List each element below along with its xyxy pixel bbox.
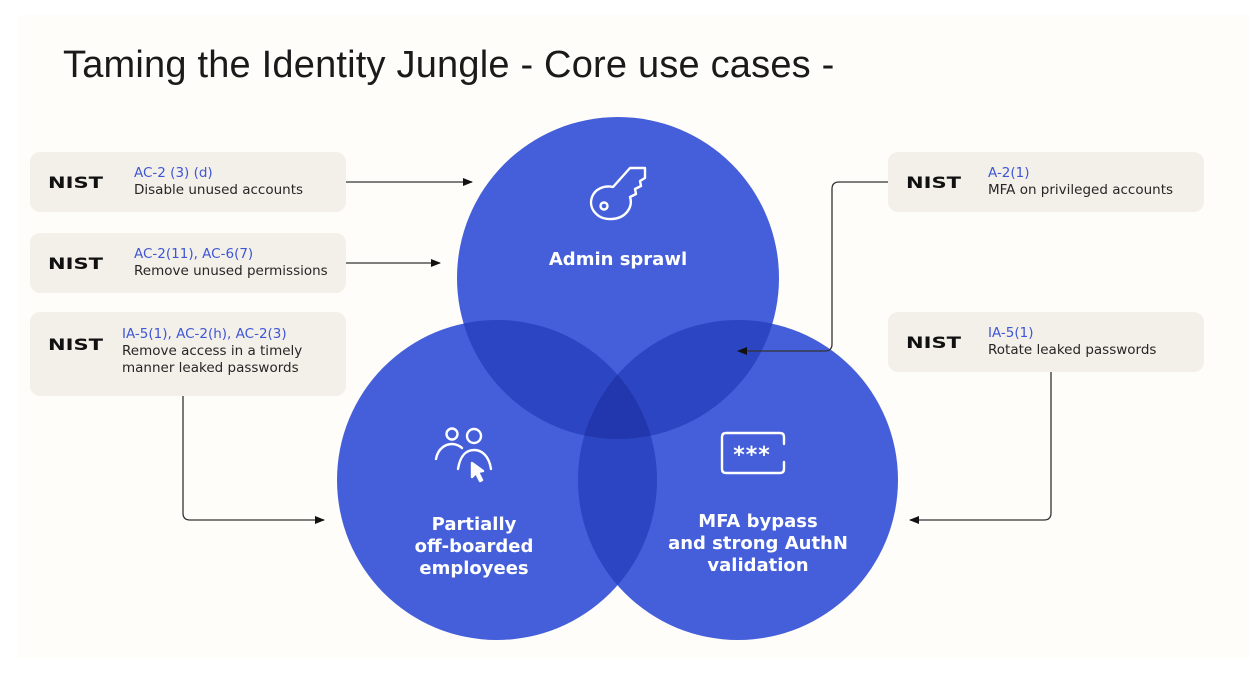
connector-arrows (182, 178, 1052, 524)
label-line: employees (419, 558, 529, 579)
nist-control-code: AC-2(11), AC-6(7) (134, 246, 254, 262)
nist-logo: NIST (48, 174, 103, 190)
overlap-top (457, 320, 779, 439)
label-line: validation (707, 555, 809, 576)
nist-logo: NIST (48, 255, 103, 271)
label-offboarded-employees: Partially off-boarded employees (415, 514, 534, 580)
label-line: and strong AuthN (668, 533, 848, 554)
svg-text:NIST: NIST (48, 336, 103, 352)
page-title: Taming the Identity Jungle - Core use ca… (63, 44, 835, 86)
venn-circles (337, 117, 898, 640)
key-icon (589, 166, 647, 221)
svg-text:NIST: NIST (906, 174, 961, 190)
circle-mfa-bypass (578, 320, 898, 640)
nist-control-description: Disable unused accounts (134, 182, 304, 198)
nist-control-description: MFA on privileged accounts (988, 182, 1174, 198)
users-cursor-icon (434, 427, 493, 483)
svg-text:NIST: NIST (48, 255, 103, 271)
nist-control-code: IA-5(1), AC-2(h), AC-2(3) (122, 326, 287, 342)
circle-offboarded-employees (337, 320, 657, 640)
arrow-rotate-leaked-passwords (909, 372, 1052, 524)
nist-control-description: manner leaked passwords (122, 360, 299, 376)
nist-control-code: AC-2 (3) (d) (134, 165, 213, 181)
arrow-remove-access (182, 396, 325, 524)
nist-control-description: Rotate leaked passwords (988, 342, 1157, 358)
arrow-mfa-privileged (737, 181, 888, 355)
svg-text:NIST: NIST (906, 334, 961, 350)
nist-card-disable-unused-accounts: NIST AC-2 (3) (d) Disable unused account… (30, 152, 346, 212)
label-line: off-boarded (414, 536, 534, 557)
nist-card-remove-unused-permissions: NIST AC-2(11), AC-6(7) Remove unused per… (30, 233, 346, 293)
nist-card-mfa-privileged: NIST A-2(1) MFA on privileged accounts (888, 152, 1204, 212)
nist-card-rotate-leaked-passwords: NIST IA-5(1) Rotate leaked passwords (888, 312, 1204, 372)
nist-control-code: A-2(1) (988, 165, 1030, 181)
label-line: Admin sprawl (548, 249, 688, 270)
nist-control-description: Remove access in a timely (122, 343, 303, 359)
password-field-icon: *** (720, 431, 786, 475)
nist-logo: NIST (48, 336, 103, 352)
svg-text:NIST: NIST (48, 174, 103, 190)
nist-card-remove-access-timely: NIST IA-5(1), AC-2(h), AC-2(3) Remove ac… (30, 312, 346, 396)
nist-logo: NIST (906, 334, 961, 350)
label-mfa-bypass: MFA bypass and strong AuthN validation (668, 511, 848, 577)
nist-control-code: IA-5(1) (988, 325, 1034, 341)
label-line: Partially (431, 514, 517, 535)
svg-text:***: *** (733, 443, 771, 468)
label-admin-sprawl: Admin sprawl (549, 249, 687, 271)
nist-logo: NIST (906, 174, 961, 190)
nist-control-description: Remove unused permissions (134, 263, 328, 279)
label-line: MFA bypass (698, 511, 818, 532)
